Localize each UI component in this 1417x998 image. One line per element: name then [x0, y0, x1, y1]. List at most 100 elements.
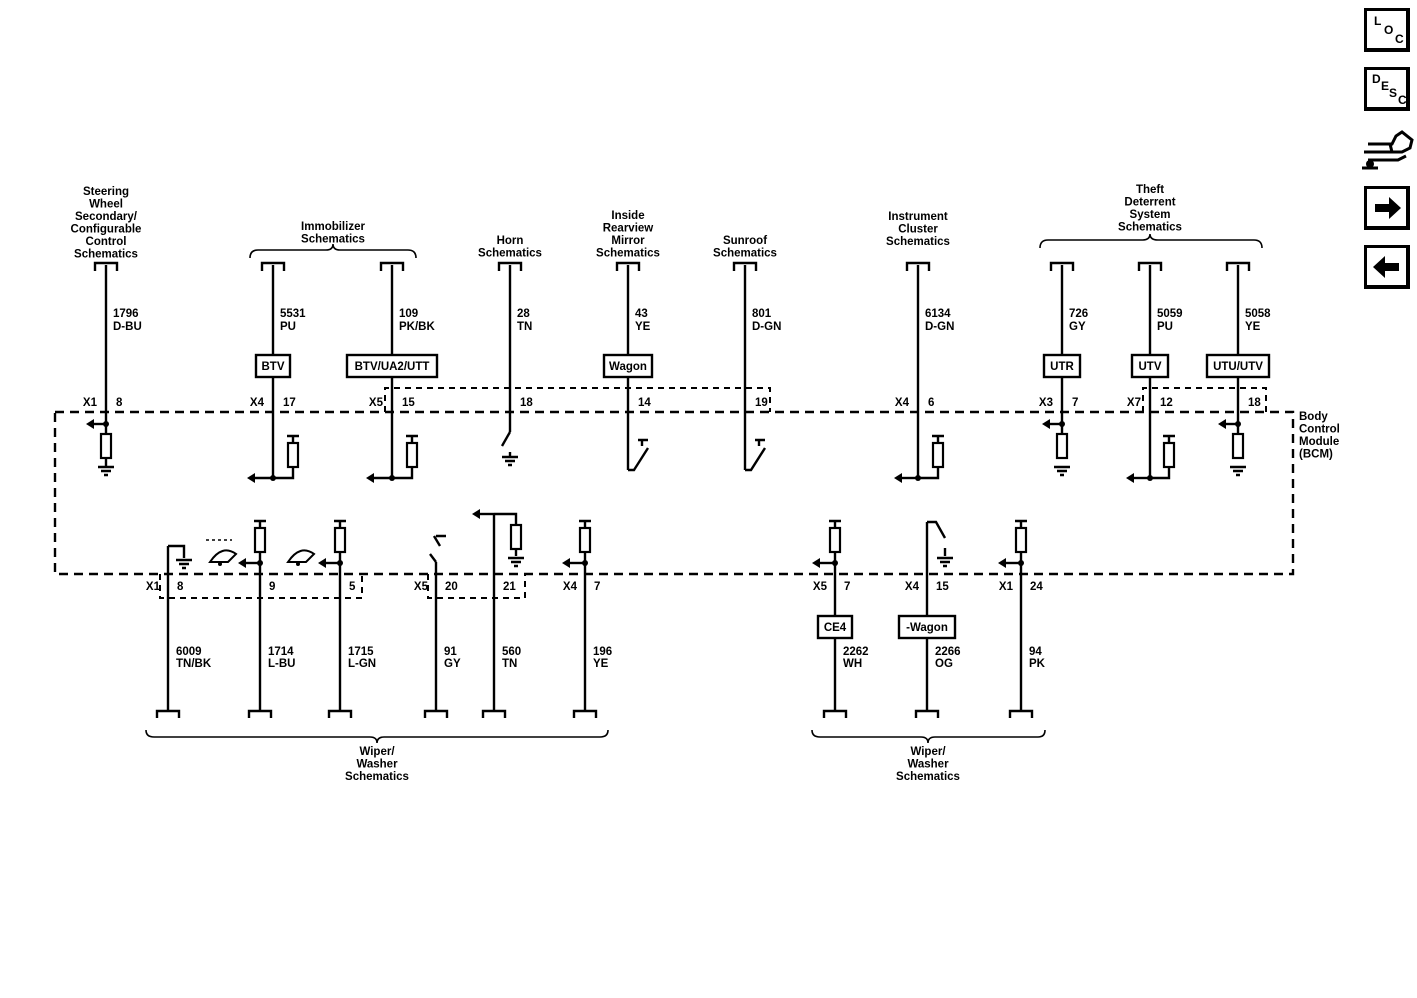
arrow-mark: [1126, 473, 1134, 483]
circuit-number: 560: [502, 646, 521, 658]
resistor: [99, 432, 113, 460]
wire-terminal-bottom: [572, 709, 598, 718]
wire-terminal-bottom: [155, 709, 181, 718]
wire: [1163, 434, 1175, 443]
location-button[interactable]: L O C: [1364, 8, 1410, 52]
ground-symbol: [96, 465, 116, 477]
horn-schematics-label: Schematics: [478, 248, 542, 260]
option-utu-utv: UTU/UTV: [1213, 361, 1263, 373]
wire: [254, 519, 266, 527]
wire: [273, 466, 295, 480]
previous-page-button[interactable]: [1364, 245, 1410, 289]
arrow-mark: [366, 473, 374, 483]
wire-terminal-bottom: [1008, 709, 1034, 718]
bracket: [811, 729, 1046, 744]
wire: [628, 438, 650, 472]
cluster-schematics-label: Schematics: [886, 236, 950, 248]
wire-terminal-bottom: [327, 709, 353, 718]
loc-letter-o: O: [1384, 23, 1394, 37]
pin-number: 9: [269, 581, 275, 593]
wire-color: WH: [843, 658, 862, 670]
option-btv-ua2-utt: BTV/UA2/UTT: [355, 361, 430, 373]
theft-schematics-label: System: [1130, 209, 1171, 221]
resistor: [1055, 432, 1069, 460]
connector-id: X7: [1127, 397, 1141, 409]
cluster-schematics-label: Instrument: [888, 211, 948, 223]
wire-color: PU: [280, 321, 296, 333]
circuit-number: 94: [1029, 646, 1042, 658]
wire-color: GY: [444, 658, 461, 670]
loc-letter-l: L: [1374, 14, 1382, 28]
bracket: [145, 729, 609, 744]
description-button[interactable]: D E S C: [1364, 67, 1410, 111]
mirror-schematics-label: Schematics: [596, 248, 660, 260]
option-wagon: Wagon: [609, 361, 647, 373]
connector-id: X5: [414, 581, 429, 593]
wire-color: D-BU: [113, 321, 142, 333]
resistor: [509, 523, 523, 551]
splice-dot: [103, 421, 109, 427]
wire-terminal-bottom: [822, 709, 848, 718]
circuit-number: 726: [1069, 308, 1088, 320]
wire-color: TN: [517, 321, 532, 333]
next-page-button[interactable]: [1364, 186, 1410, 230]
arrow-mark: [86, 419, 94, 429]
wiper-washer-schematics-label: Schematics: [345, 771, 409, 783]
pin-number: 8: [116, 397, 123, 409]
resistor: [333, 526, 347, 554]
wire-color: D-GN: [752, 321, 781, 333]
arrow-mark: [247, 473, 255, 483]
wire-color: YE: [1245, 321, 1261, 333]
connector-id: X1: [83, 397, 98, 409]
wire: [1015, 519, 1027, 527]
immobilizer-schematics-label: Immobilizer: [301, 221, 365, 233]
connector-view-button[interactable]: [1362, 122, 1417, 176]
bracket: [1039, 233, 1263, 249]
arrow-right-icon: [1375, 197, 1401, 219]
steering-schematics-label: Steering: [83, 186, 129, 198]
wiper-front-icon-pivot: [218, 562, 222, 566]
immobilizer-schematics-label: Schematics: [301, 234, 365, 246]
wire: [745, 438, 767, 472]
wire-terminal-bottom: [481, 709, 507, 718]
resistor: [1014, 526, 1028, 554]
x5-connector-bottom: [427, 574, 526, 599]
steering-schematics-label: Wheel: [89, 199, 123, 211]
splice-dot: [1059, 421, 1065, 427]
desc-letter-e: E: [1381, 79, 1390, 93]
wiper-washer-schematics-label: Wiper/: [910, 746, 946, 758]
pin-number: 7: [1072, 397, 1078, 409]
option-not-wagon: -Wagon: [906, 622, 948, 634]
wire-color: GY: [1069, 321, 1086, 333]
wiper-washer-schematics-label: Wiper/: [359, 746, 395, 758]
desc-letter-c: C: [1398, 93, 1407, 107]
ground-symbol: [500, 455, 520, 467]
desc-letter-d: D: [1372, 72, 1381, 86]
connector-id: X4: [905, 581, 920, 593]
wire-color: PK/BK: [399, 321, 435, 333]
circuit-number: 5531: [280, 308, 306, 320]
pin-number: 7: [844, 581, 850, 593]
circuit-number: 28: [517, 308, 530, 320]
circuit-number: 2262: [843, 646, 869, 658]
option-utr: UTR: [1050, 361, 1074, 373]
circuit-number: 1715: [348, 646, 374, 658]
wiper-washer-schematics-label: Schematics: [896, 771, 960, 783]
wire-color: TN/BK: [176, 658, 212, 670]
cluster-schematics-label: Cluster: [898, 224, 938, 236]
x5-connector-top: [384, 387, 771, 412]
wire: [494, 512, 518, 525]
wire: [406, 434, 418, 443]
wire-color: YE: [593, 658, 609, 670]
wire: [918, 466, 940, 480]
wire-terminal-bottom: [423, 709, 449, 718]
bcm-boundary: [53, 410, 1295, 576]
resistor: [828, 526, 842, 554]
wire-color: OG: [935, 658, 953, 670]
steering-schematics-label: Configurable: [71, 224, 142, 236]
wire-color: TN: [502, 658, 517, 670]
wire: [168, 544, 186, 558]
steering-schematics-label: Control: [86, 236, 127, 248]
connector-id: X4: [895, 397, 910, 409]
